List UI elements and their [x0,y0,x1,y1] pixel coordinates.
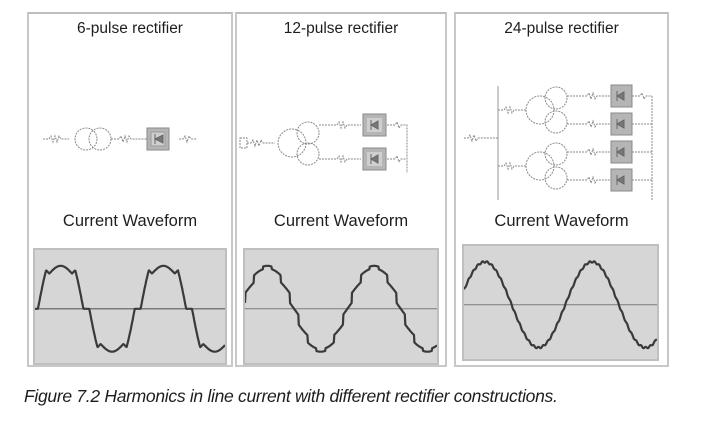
panel-6-pulse: 6-pulse rectifier Current Waveform [27,12,233,367]
panel-title: 24-pulse rectifier [504,20,619,37]
waveform-plot-24-pulse [462,244,659,361]
diode-symbol [615,147,625,157]
schematic-12-pulse [239,113,408,173]
figure-caption: Figure 7.2 Harmonics in line current wit… [24,386,558,406]
transformer-primary [525,95,555,125]
waveform-plot-12-pulse [243,248,439,365]
panel-12-pulse: 12-pulse rectifier Current Waveform [235,12,447,367]
panel-title: 12-pulse rectifier [283,20,399,37]
diode-symbol [615,119,625,129]
source-block [239,137,248,149]
diode-symbol [369,154,379,164]
current-waveform-trace [35,264,225,353]
current-waveform-trace [464,260,657,350]
transformer-winding-1 [74,127,98,151]
diode-symbol [369,120,379,130]
panel-title: 6-pulse rectifier [77,20,183,37]
waveform-label: Current Waveform [273,212,409,230]
waveform-plot-6-pulse [33,248,227,365]
schematic-24-pulse [464,84,653,200]
waveform-label: Current Waveform [62,212,198,230]
schematic-6-pulse [43,127,197,151]
panel-24-pulse: 24-pulse rectifier [454,12,669,367]
rectifier-stack [610,84,633,192]
current-waveform-trace [245,264,437,353]
diode-symbol [153,134,164,144]
line-resistor [43,134,69,144]
transformer-secondary-2 [296,142,320,166]
transformer-winding-2 [88,127,112,151]
diode-symbol [615,91,625,101]
transformer-primary [525,151,555,181]
transformer-secondary-1 [296,121,320,145]
waveform-label: Current Waveform [494,212,629,230]
diode-symbol [615,175,625,185]
line-resistor [111,134,147,144]
transformer-primary [277,128,307,158]
